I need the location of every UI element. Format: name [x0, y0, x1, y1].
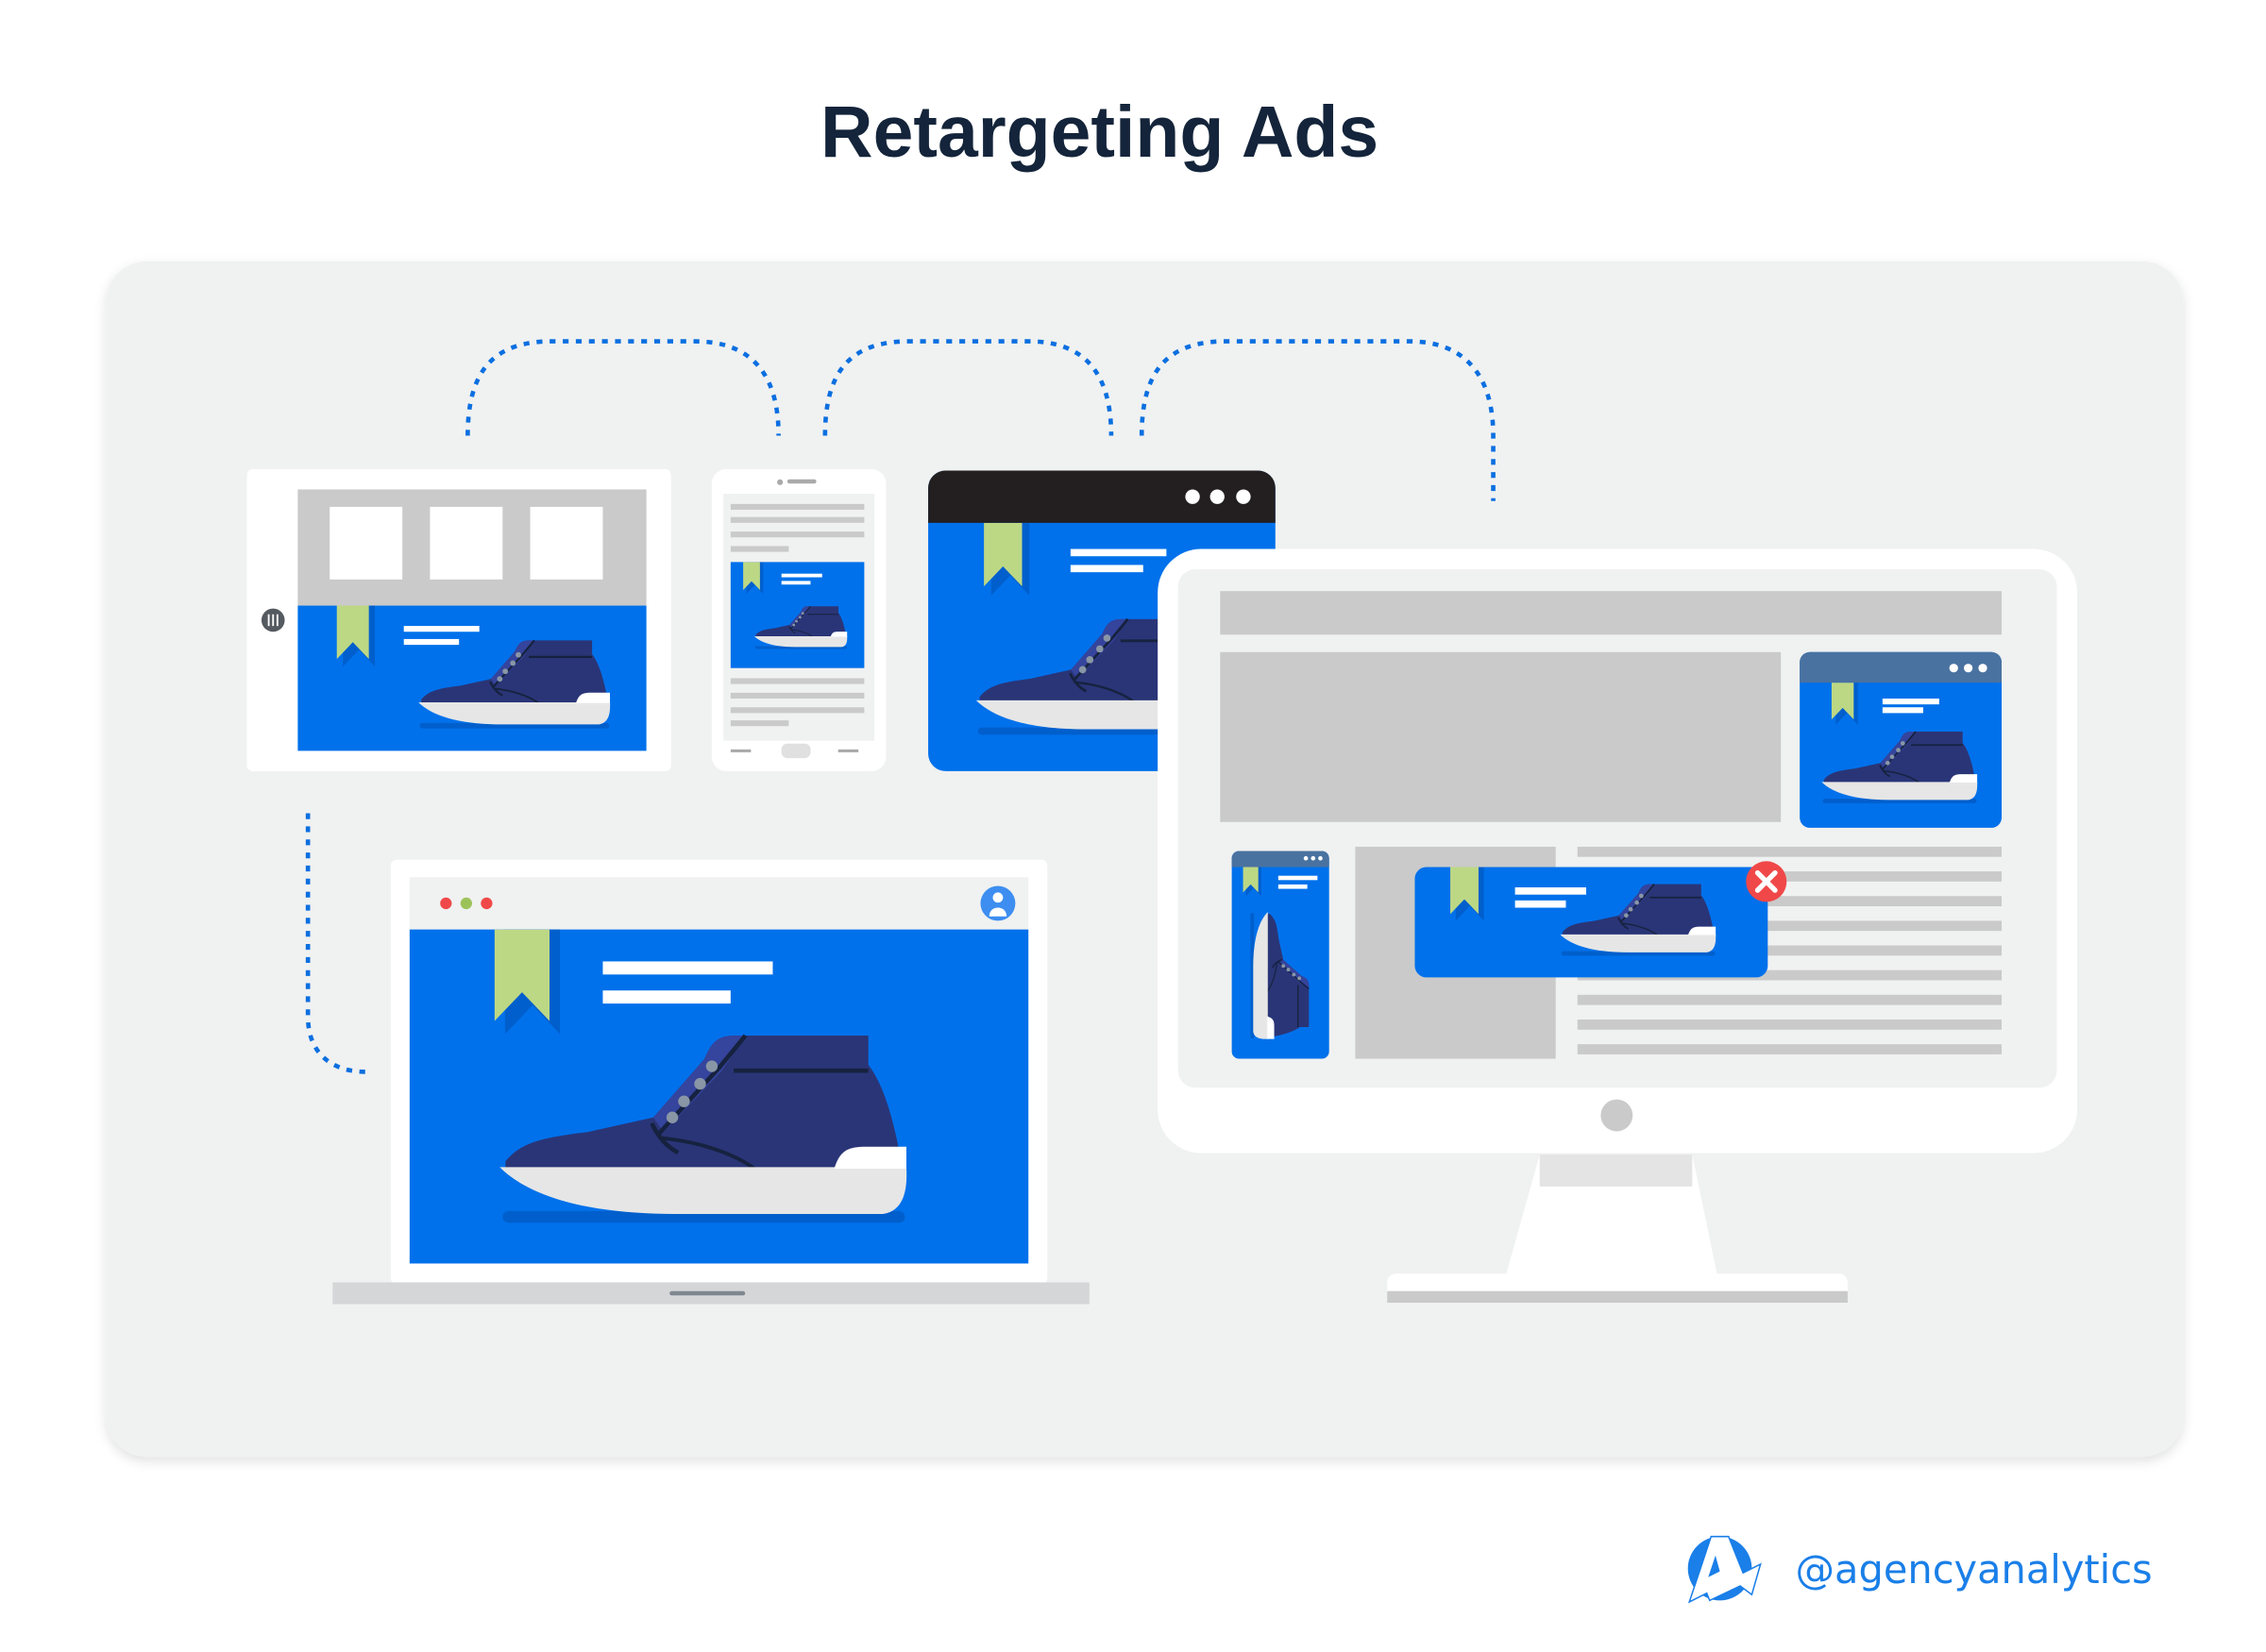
desktop-monitor	[1158, 548, 2077, 1303]
connector-tablet-phone	[465, 339, 781, 436]
connector-browser-monitor	[1139, 339, 1496, 501]
brand-handle: @agencyanalytics	[1796, 1546, 2153, 1593]
monitor-text-lines	[1577, 846, 2002, 1054]
monitor-side-ad	[1800, 651, 2002, 828]
phone-device	[711, 468, 887, 771]
brand-footer: @agencyanalytics	[1687, 1535, 2153, 1604]
tablet-device	[246, 468, 671, 771]
connector-phone-browser	[822, 339, 1114, 436]
window-minimize-dot-icon	[460, 897, 472, 910]
window-menu-dots-icon	[1185, 489, 1200, 504]
popup-ad[interactable]	[1414, 867, 1768, 978]
user-avatar-icon	[980, 885, 1016, 921]
page-title: Retargeting Ads	[820, 92, 1378, 173]
window-close-dot-icon	[440, 897, 452, 910]
laptop-device	[332, 859, 1090, 1305]
agencyanalytics-logo-icon	[1687, 1535, 1762, 1604]
monitor-skyscraper-ad	[1231, 851, 1329, 1059]
close-ad-button[interactable]	[1746, 861, 1787, 902]
window-maximize-dot-icon	[481, 897, 493, 910]
monitor-power-button-icon	[1600, 1099, 1633, 1132]
